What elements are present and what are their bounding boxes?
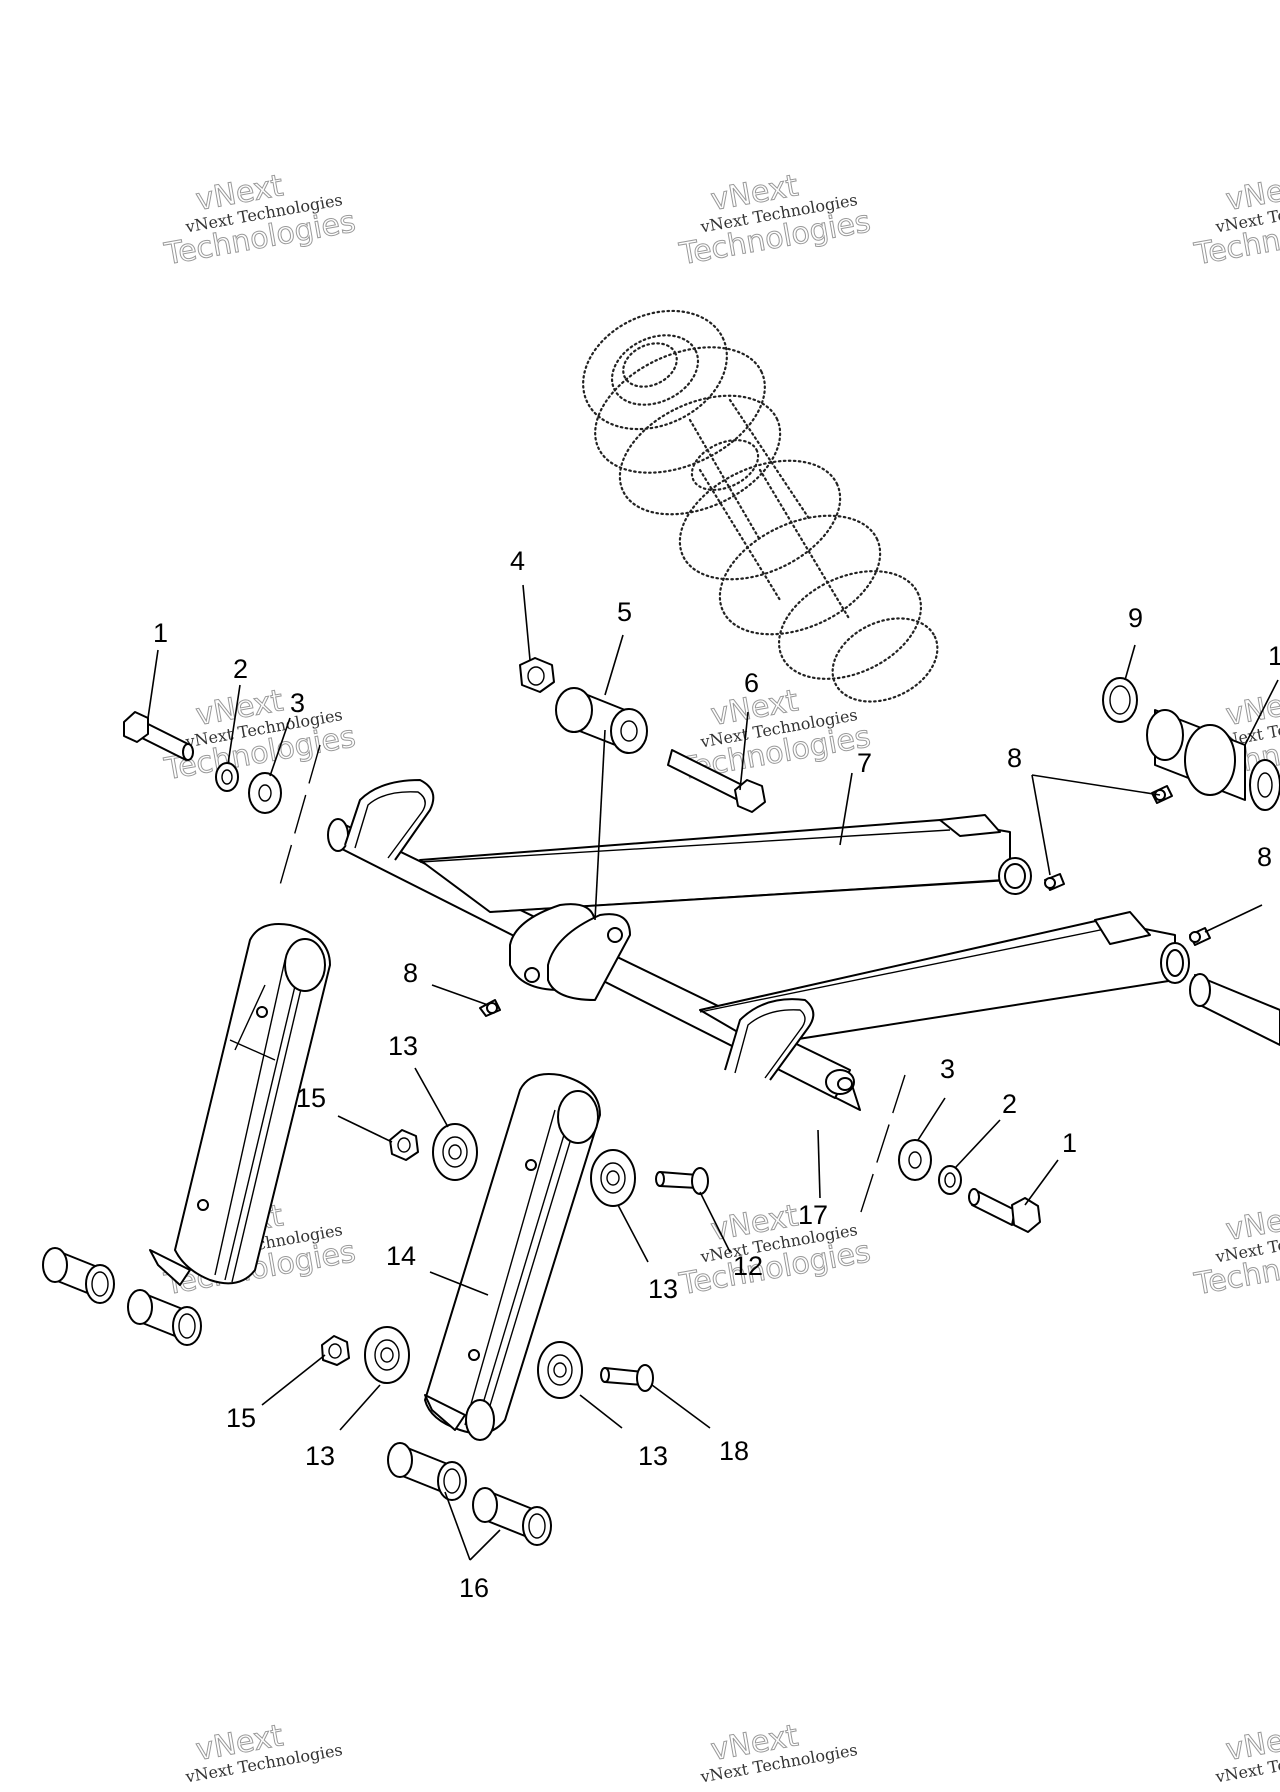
callout-13: 13 [638, 1441, 668, 1471]
nut-15-lower [321, 1335, 350, 1366]
washer-2-right [938, 1165, 962, 1195]
watermark: vNext vNext Technologies Technologies [1191, 1198, 1280, 1303]
watermark: vNext vNext Technologies Technologies [161, 168, 359, 273]
callout-12: 12 [733, 1251, 763, 1281]
bushing-16-bottom-b [472, 1487, 552, 1546]
washer-13-d [537, 1341, 583, 1399]
watermark: vNext vNext Technologies Technologies [1191, 168, 1280, 273]
washer-3-left [248, 772, 282, 814]
grease-fitting-8-right [1189, 927, 1211, 946]
callout-14: 14 [386, 1241, 416, 1271]
washer-3-right [898, 1139, 932, 1181]
callout-3: 3 [940, 1054, 955, 1084]
bolt-6 [667, 749, 766, 813]
axis-line [859, 1074, 906, 1216]
watermark: vNext vNext Technologies Technologies [161, 683, 359, 788]
watermark: vNext vNext Technologies [1213, 1718, 1280, 1787]
upper-arm-assembly [327, 779, 1280, 1111]
callout-1: 1 [153, 618, 168, 648]
nut-4 [519, 657, 555, 693]
fasteners [42, 657, 1280, 1546]
callout-15: 15 [296, 1083, 326, 1113]
washer-13-c [364, 1326, 410, 1384]
callout-16: 16 [459, 1573, 489, 1603]
callout-17: 17 [798, 1200, 828, 1230]
shock-absorber-phantom [582, 309, 939, 703]
washer-9 [1102, 677, 1138, 723]
callout-3: 3 [290, 688, 305, 718]
callout-9: 9 [1128, 603, 1143, 633]
callout-6: 6 [744, 668, 759, 698]
callout-13: 13 [648, 1274, 678, 1304]
callout-5: 5 [617, 597, 632, 627]
bolt-1-right [968, 1188, 1041, 1233]
callout-labels: 1 2 3 4 5 6 7 8 8 8 9 1 13 15 14 13 12 1… [153, 546, 1280, 1603]
callout-15: 15 [226, 1403, 256, 1433]
grease-fitting-8-left [479, 999, 501, 1017]
callout-8: 8 [1257, 842, 1272, 872]
watermark: vNext vNext Technologies Technologies [676, 1198, 874, 1303]
leader-lines [147, 584, 1279, 1561]
axis-line [279, 744, 321, 886]
grease-fitting-8-top [1044, 873, 1065, 891]
callout-13: 13 [388, 1031, 418, 1061]
callout-10: 1 [1268, 641, 1280, 671]
washer-13-b [590, 1149, 636, 1207]
rear-link-arm-left [149, 923, 331, 1286]
callout-7: 7 [857, 748, 872, 778]
callout-13: 13 [305, 1441, 335, 1471]
watermark: vNext vNext Technologies Technologies [676, 168, 874, 273]
bolt-1-left [123, 711, 194, 761]
callout-8: 8 [403, 958, 418, 988]
nut-15-upper [389, 1129, 419, 1161]
pin-12 [655, 1167, 709, 1195]
washer-2-left [215, 762, 239, 792]
bushing-16-left-a [42, 1247, 115, 1304]
bushing-5 [555, 687, 648, 754]
callout-4: 4 [510, 546, 525, 576]
bushing-16-bottom-a [387, 1442, 467, 1501]
watermark: vNext vNext Technologies [183, 1718, 344, 1787]
pivot-bushing-10 [1146, 709, 1280, 811]
washer-13-a [432, 1123, 478, 1181]
callout-2: 2 [233, 654, 248, 684]
watermark: vNext vNext Technologies [698, 1718, 859, 1787]
callout-18: 18 [719, 1436, 749, 1466]
callout-2: 2 [1002, 1089, 1017, 1119]
bushing-16-left-b [127, 1289, 202, 1346]
callout-1: 1 [1062, 1128, 1077, 1158]
callout-8: 8 [1007, 743, 1022, 773]
pin-18 [600, 1364, 654, 1392]
rear-link-arm-right [424, 1073, 601, 1441]
